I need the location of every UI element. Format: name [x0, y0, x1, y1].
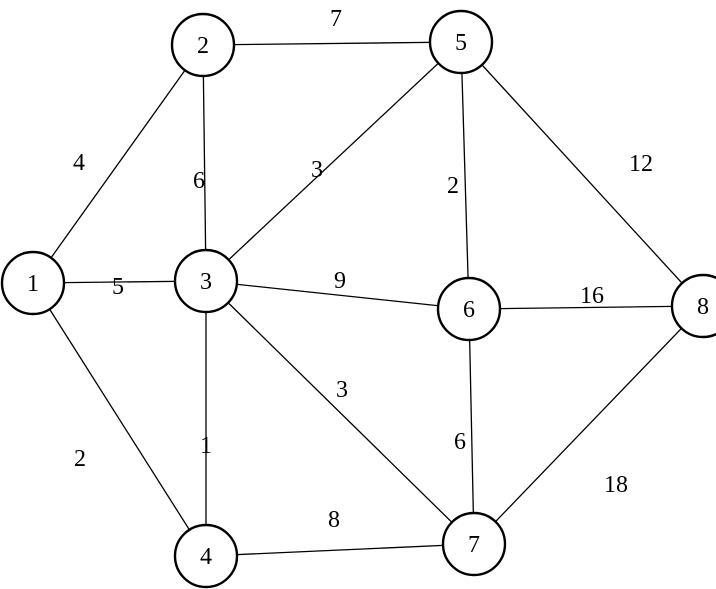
- node-circle: [173, 248, 239, 314]
- edge-weight-2-5: 7: [330, 6, 342, 32]
- node-circle: [670, 273, 716, 339]
- edge-2-3: [202, 44, 207, 282]
- node-label: 5: [455, 30, 467, 56]
- node-2: 2: [170, 12, 236, 78]
- edge-weight-3-4: 1: [200, 433, 212, 459]
- node-label: 8: [697, 294, 709, 320]
- edge-weight-3-6: 9: [334, 268, 346, 294]
- edge-weight-3-7: 3: [336, 377, 348, 403]
- node-label: 3: [200, 269, 212, 295]
- edge-weight-2-3: 6: [193, 168, 205, 194]
- edge-weight-5-6: 2: [447, 173, 459, 199]
- node-circle: [428, 9, 494, 75]
- edge-weight-3-5: 3: [311, 157, 323, 183]
- edge-weight-1-2: 4: [73, 150, 85, 176]
- edge-6-7: [468, 308, 475, 545]
- edge-5-8: [460, 41, 704, 307]
- node-circle: [173, 523, 239, 589]
- edge-3-7: [205, 280, 475, 545]
- edge-6-8: [468, 305, 704, 310]
- node-circle: [436, 276, 502, 342]
- edge-3-6: [205, 280, 470, 310]
- node-1: 1: [0, 250, 66, 316]
- node-circle: [170, 12, 236, 78]
- node-label: 7: [468, 532, 480, 558]
- edge-weight-1-4: 2: [74, 446, 86, 472]
- edge-7-8: [473, 305, 704, 545]
- node-3: 3: [173, 248, 239, 314]
- node-6: 6: [436, 276, 502, 342]
- edge-weight-6-7: 6: [454, 429, 466, 455]
- node-7: 7: [441, 511, 507, 577]
- edge-weight-5-8: 12: [629, 151, 653, 177]
- node-label: 2: [197, 33, 209, 59]
- node-label: 1: [27, 271, 39, 297]
- edges-layer: [32, 41, 704, 557]
- node-label: 4: [200, 544, 212, 570]
- node-4: 4: [173, 523, 239, 589]
- edge-2-5: [202, 41, 462, 46]
- edge-weight-6-8: 16: [580, 283, 604, 309]
- edge-weight-7-8: 18: [604, 472, 628, 498]
- edge-4-7: [205, 543, 475, 557]
- edge-weight-1-3: 5: [112, 274, 124, 300]
- edge-3-5: [205, 41, 462, 282]
- edge-5-6: [460, 41, 470, 310]
- node-circle: [0, 250, 66, 316]
- edge-1-2: [32, 44, 204, 284]
- node-5: 5: [428, 9, 494, 75]
- edge-1-4: [32, 282, 207, 557]
- node-8: 8: [670, 273, 716, 339]
- node-circle: [441, 511, 507, 577]
- edge-weight-4-7: 8: [328, 507, 340, 533]
- node-label: 6: [463, 297, 475, 323]
